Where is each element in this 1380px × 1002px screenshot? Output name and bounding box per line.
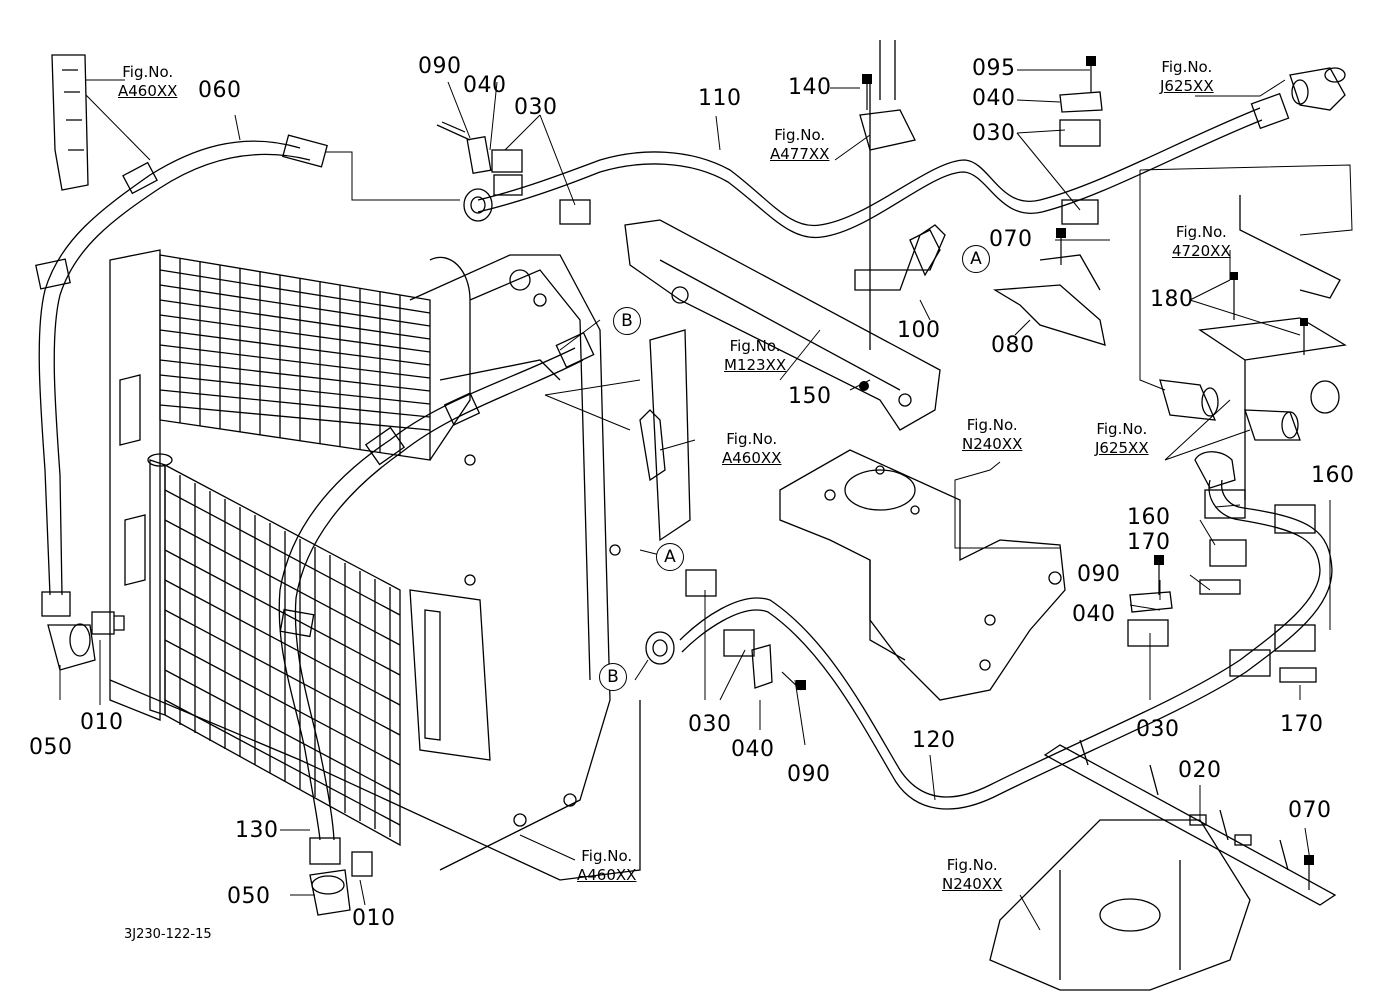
nipple-010-left <box>91 611 125 635</box>
callout-070-bottom: 070 <box>1288 798 1332 823</box>
bracket-080 <box>992 254 1106 346</box>
leader-lines <box>59 69 1353 931</box>
fig-ref-m123: Fig.No.M123XX <box>724 337 787 374</box>
fig-ref-n240-mid: Fig.No.N240XX <box>962 416 1023 453</box>
callout-160-a: 160 <box>1311 463 1355 488</box>
clamps-030-right <box>1127 591 1271 677</box>
nipple-010-bottom <box>351 851 373 877</box>
callout-100: 100 <box>897 318 941 343</box>
hose-130 <box>278 331 595 865</box>
drawing-code: 3J230-122-15 <box>124 927 212 942</box>
callout-060: 060 <box>198 78 242 103</box>
pipe-110 <box>463 92 1290 239</box>
elbow-050-bottom <box>309 869 351 916</box>
bracket-n240-mid <box>779 449 1066 701</box>
callout-010-bottom: 010 <box>352 906 396 931</box>
bracket-4720 <box>1198 195 1347 500</box>
pipe-120 <box>645 451 1333 810</box>
fig-ref-n240-bottom: Fig.No.N240XX <box>942 856 1003 893</box>
callout-050-left: 050 <box>29 735 73 760</box>
callout-090-right: 090 <box>1077 562 1121 587</box>
clamps-160-170-right <box>1199 489 1317 683</box>
callout-090-bottom: 090 <box>787 762 831 787</box>
fig-ref-j625-top: Fig.No.J625XX <box>1160 58 1214 95</box>
elbow-fitting-top-right <box>1289 67 1346 111</box>
side-panel-a460 <box>639 329 691 542</box>
callout-180: 180 <box>1150 287 1194 312</box>
callout-010-left: 010 <box>80 710 124 735</box>
callout-095: 095 <box>972 56 1016 81</box>
callout-110: 110 <box>698 86 742 111</box>
radiator-core <box>159 254 471 461</box>
fig-ref-j625-mid: Fig.No.J625XX <box>1095 420 1149 457</box>
callout-150: 150 <box>788 384 832 409</box>
callout-050-bottom: 050 <box>227 884 271 909</box>
callout-030-top: 030 <box>514 95 558 120</box>
fig-ref-4720: Fig.No.4720XX <box>1172 223 1231 260</box>
marker-a-mid: A <box>656 543 684 571</box>
oil-cooler-core <box>147 453 401 847</box>
callout-170-b: 170 <box>1280 712 1324 737</box>
fig-ref-a460-bottom: Fig.No.A460XX <box>577 847 637 884</box>
bracket-n240-bottom <box>989 819 1251 991</box>
fittings-j625-mid <box>1159 379 1340 441</box>
callout-120: 120 <box>912 728 956 753</box>
bolt-shanks <box>441 66 1310 890</box>
clamp-030-top <box>436 124 591 225</box>
callout-090-top: 090 <box>418 54 462 79</box>
callout-040-top: 040 <box>463 73 507 98</box>
callout-040-right: 040 <box>1072 602 1116 627</box>
callout-030-bottom: 030 <box>688 712 732 737</box>
callout-080: 080 <box>991 333 1035 358</box>
bolts <box>796 56 1314 865</box>
callout-140: 140 <box>788 75 832 100</box>
clamp-030-top-right <box>1059 91 1103 225</box>
callout-160-b: 160 <box>1127 505 1171 530</box>
callout-030-right: 030 <box>1136 717 1180 742</box>
elbow-050-left <box>47 623 96 671</box>
callout-170-a: 170 <box>1127 530 1171 555</box>
bracket-a477 <box>859 40 916 350</box>
marker-b-top: B <box>613 307 641 335</box>
callout-020: 020 <box>1178 758 1222 783</box>
fig-ref-a460-mid: Fig.No.A460XX <box>722 430 782 467</box>
bracket-100 <box>854 224 946 291</box>
right-frame-shell <box>409 254 621 871</box>
marker-a-top: A <box>962 245 990 273</box>
upper-left-bracket <box>51 54 89 191</box>
callout-040-bottom: 040 <box>731 737 775 762</box>
marker-b-mid: B <box>599 663 627 691</box>
fig-ref-a477: Fig.No.A477XX <box>770 126 830 163</box>
hose-060 <box>35 134 328 617</box>
callout-030-top-right: 030 <box>972 121 1016 146</box>
clamps-030-mid <box>685 569 773 689</box>
callout-040-top-right: 040 <box>972 86 1016 111</box>
crossmember-bracket <box>624 219 941 431</box>
left-frame-shell <box>109 249 641 881</box>
callout-070-top: 070 <box>989 227 1033 252</box>
fig-ref-a460-top-left: Fig.No.A460XX <box>118 63 178 100</box>
callout-130: 130 <box>235 818 279 843</box>
